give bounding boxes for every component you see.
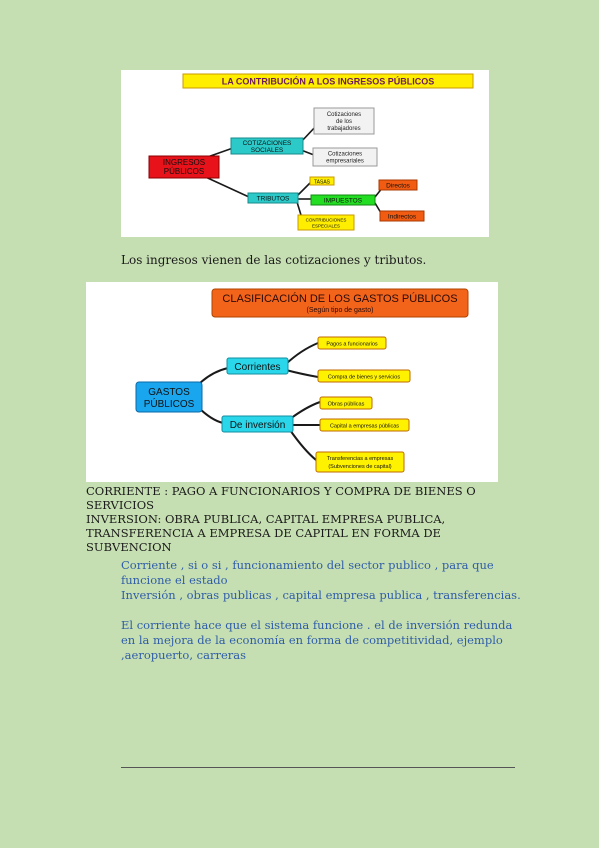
contrib-line-1: CONTRIBUCIONES: [306, 218, 347, 223]
diagram2-subtitle: (Según tipo de gasto): [307, 307, 374, 314]
emp-line-2: empresariales: [326, 159, 364, 165]
summary-black-text: CORRIENTE : PAGO A FUNCIONARIOS Y COMPRA…: [86, 484, 516, 554]
root2-line-2: PÚBLICOS: [144, 397, 195, 410]
compra-box: [317, 369, 411, 383]
contribuciones-box: [297, 214, 355, 231]
root2-line-1: GASTOS: [148, 387, 190, 398]
cotizaciones-line-2: SOCIALES: [251, 147, 284, 154]
transferencias-box: [315, 451, 405, 473]
directos-box: [378, 179, 418, 191]
cotizaciones-sociales-box: [230, 137, 304, 155]
tasas-box: [309, 176, 335, 186]
note-inversion: Inversión , obras publicas , capital emp…: [121, 588, 521, 602]
corriente-line: CORRIENTE : PAGO A FUNCIONARIOS Y COMPRA…: [86, 484, 476, 512]
notes-blue-text: Corriente , si o si , funcionamiento del…: [121, 558, 521, 663]
gastos-diagram-svg: CLASIFICACIÓN DE LOS GASTOS PÚBLICOS (Se…: [135, 288, 469, 473]
transf-line-2: (Subvenciones de capital): [328, 464, 391, 470]
inversion-box: [221, 415, 294, 433]
contrib-line-2: ESPECIALES: [312, 224, 340, 229]
trab-line-3: trabajadores: [327, 126, 360, 132]
trabajadores-box: [313, 107, 375, 135]
gastos-publicos-box: [135, 381, 203, 413]
trab-line-1: Cotizaciones: [327, 112, 361, 118]
corrientes-box: [226, 357, 289, 375]
empresariales-box: [312, 147, 378, 167]
root-line-2: PÚBLICOS: [164, 167, 204, 176]
indirectos-label: Indirectos: [388, 214, 417, 221]
pagos-label: Pagos a funcionarios: [326, 342, 378, 348]
capital-label: Capital a empresas públicas: [330, 424, 399, 430]
obras-label: Obras públicas: [328, 402, 365, 408]
gastos-diagram: CLASIFICACIÓN DE LOS GASTOS PÚBLICOS (Se…: [86, 282, 498, 482]
corrientes-label: Corrientes: [234, 362, 280, 373]
ingresos-diagram-svg: LA CONTRIBUCIÓN A LOS INGRESOS PÚBLICOS …: [148, 73, 474, 231]
title-box: [211, 288, 469, 318]
tributos-box: [247, 192, 299, 204]
note-corriente: Corriente , si o si , funcionamiento del…: [121, 558, 494, 587]
ingresos-caption: Los ingresos vienen de las cotizaciones …: [121, 253, 427, 267]
tasas-label: TASAS: [314, 180, 331, 186]
root-line-1: INGRESOS: [163, 158, 205, 167]
bottom-rule: [121, 767, 515, 768]
diagram2-title: CLASIFICACIÓN DE LOS GASTOS PÚBLICOS: [222, 292, 457, 305]
impuestos-box: [310, 194, 376, 206]
trab-line-2: de los: [336, 119, 352, 125]
inversion-label: De inversión: [230, 420, 286, 431]
diagram1-title: LA CONTRIBUCIÓN A LOS INGRESOS PÚBLICOS: [222, 76, 435, 87]
impuestos-label: IMPUESTOS: [324, 198, 363, 205]
indirectos-box: [379, 210, 425, 222]
title-box: [182, 73, 474, 89]
transf-line-1: Transferencias a empresas: [327, 456, 394, 462]
emp-line-1: Cotizaciones: [328, 152, 362, 158]
pagos-box: [317, 336, 387, 350]
tributos-label: TRIBUTOS: [257, 196, 290, 203]
cotizaciones-line-1: COTIZACIONES: [243, 140, 292, 147]
directos-label: Directos: [386, 183, 411, 190]
compra-label: Compra de bienes y servicios: [328, 375, 400, 381]
ingresos-diagram: LA CONTRIBUCIÓN A LOS INGRESOS PÚBLICOS …: [121, 70, 489, 237]
obras-box: [319, 396, 373, 410]
capital-box: [319, 418, 410, 432]
ingresos-publicos-box: [148, 155, 220, 179]
inversion-line: INVERSION: OBRA PUBLICA, CAPITAL EMPRESA…: [86, 512, 446, 554]
note-explanation: El corriente hace que el sistema funcion…: [121, 618, 513, 662]
